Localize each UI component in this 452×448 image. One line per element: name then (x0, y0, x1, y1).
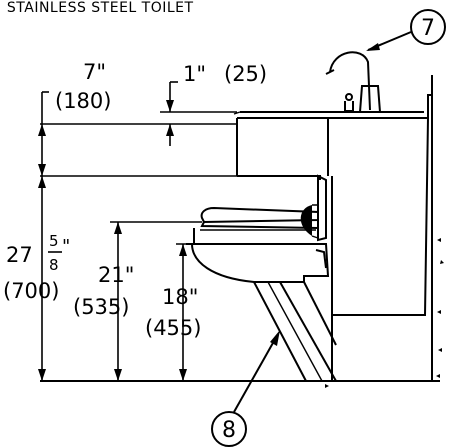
deck-thickness-in: 1" (183, 62, 206, 86)
overall-height-mm: (700) (3, 279, 59, 303)
seat-height-in: 21" (98, 263, 134, 287)
callout-toilet-base-number: 8 (222, 418, 236, 443)
overall-height-inch-mark: " (62, 236, 70, 257)
deck-thickness-dimension (160, 81, 237, 146)
faucet (325, 51, 382, 113)
callout-faucet (366, 9, 446, 51)
toilet-seat (200, 206, 319, 229)
toilet-bowl (186, 228, 330, 283)
top-width-in: 7" (83, 60, 106, 84)
overall-height-denominator: 8 (49, 256, 59, 274)
callout-faucet-number: 7 (421, 16, 435, 41)
bowl-height-in: 18" (162, 285, 198, 309)
overall-height-whole: 27 (6, 243, 33, 267)
deck-thickness-mm: (25) (224, 62, 267, 86)
bowl-height-mm: (455) (145, 316, 201, 340)
toilet-pedestal (253, 281, 337, 382)
top-width-mm: (180) (55, 89, 111, 113)
wall-hatch-marks (325, 238, 444, 388)
seat-height-mm: (535) (73, 295, 129, 319)
seat-height-dimension (110, 221, 202, 381)
drawing-title: . STAINLESS STEEL TOILET (0, 0, 194, 16)
callout-toilet-base (211, 330, 280, 447)
fixture-housing (233, 94, 432, 381)
overall-height-numerator: 5 (49, 232, 59, 250)
bowl-height-dimension (176, 243, 194, 381)
overall-height-dimension (38, 91, 237, 381)
